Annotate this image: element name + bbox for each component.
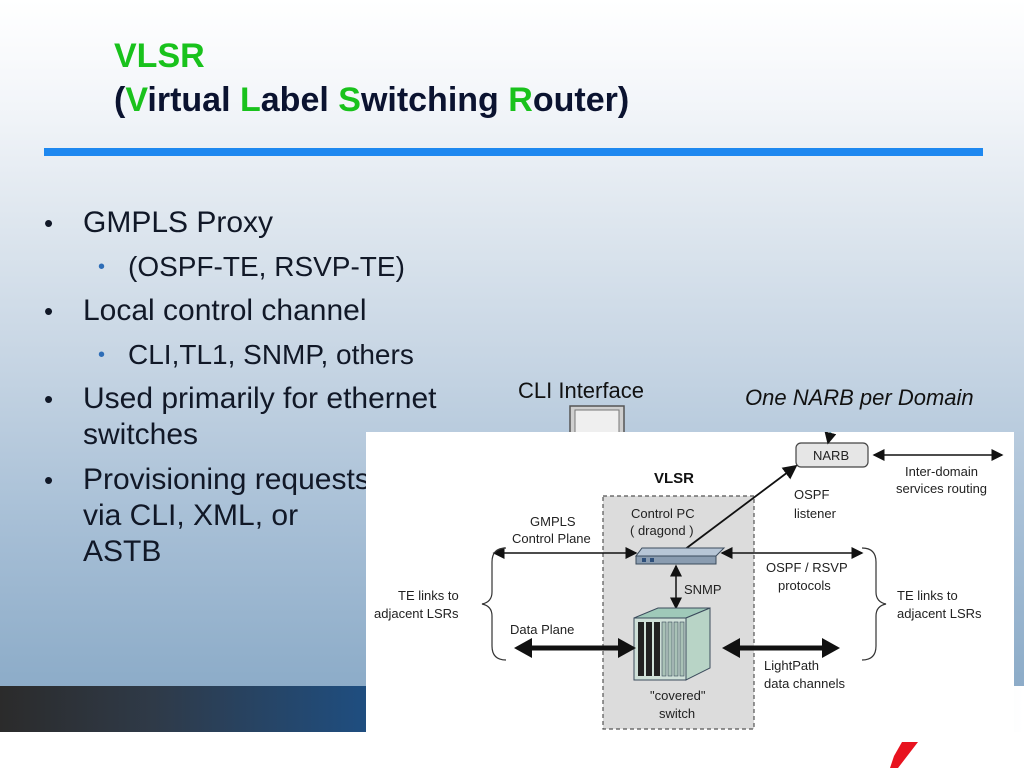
title-letter-r: R — [508, 81, 533, 119]
title-acronym: VLSR — [114, 37, 205, 75]
slide-title: VLSR (Virtual Label Switching Router) — [114, 34, 629, 122]
router-icon — [635, 547, 726, 565]
snmp-label: SNMP — [684, 582, 722, 597]
logo-mark — [890, 742, 918, 768]
gmpls-line2: Control Plane — [512, 531, 591, 546]
left-brace — [481, 547, 507, 661]
lightpath-line1: LightPath — [764, 658, 819, 673]
title-letter-v: V — [125, 81, 148, 119]
switch-line1: "covered" — [650, 688, 706, 703]
title-letter-l: L — [239, 81, 261, 119]
ospf-listener-arrow — [683, 464, 798, 551]
footer-white — [0, 732, 1024, 768]
te-left-line2: adjacent LSRs — [374, 606, 459, 621]
switch-line2: switch — [659, 706, 695, 721]
sub-bullet-cli-tl1: CLI,TL1, SNMP, others — [44, 338, 504, 372]
ospf-rsvp-line1: OSPF / RSVP — [766, 560, 848, 575]
title-word-switching: witching — [360, 81, 509, 119]
ospf-rsvp-line2: protocols — [778, 578, 831, 593]
narb-per-domain-label: One NARB per Domain — [745, 385, 974, 410]
narb-pointer — [824, 432, 837, 445]
title-expansion: (Virtual Label Switching Router) — [114, 78, 629, 122]
ospf-listener-line2: listener — [794, 506, 837, 521]
inter-domain-line1: Inter-domain — [905, 464, 978, 479]
te-right-line1: TE links to — [897, 588, 958, 603]
bullet-list: GMPLS Proxy (OSPF-TE, RSVP-TE) Local con… — [44, 205, 504, 579]
lightpath-line2: data channels — [764, 676, 845, 691]
switch-chassis-icon — [633, 607, 711, 681]
title-paren: ( — [114, 81, 126, 119]
title-underline — [44, 148, 983, 156]
control-pc-line2: ( dragond ) — [630, 523, 694, 538]
right-brace — [861, 547, 887, 661]
ospf-listener-line1: OSPF — [794, 487, 829, 502]
bullet-provisioning: Provisioning requests via CLI, XML, or A… — [44, 462, 373, 570]
te-left-line1: TE links to — [398, 588, 459, 603]
inter-domain-line2: services routing — [896, 481, 987, 496]
bullet-gmpls-proxy: GMPLS Proxy — [44, 205, 504, 241]
data-plane-label: Data Plane — [510, 622, 574, 637]
diagram-canvas: VLSR NARB Inter-domain services routing … — [374, 432, 1004, 730]
cli-interface-label: CLI Interface — [518, 378, 644, 403]
gmpls-line1: GMPLS — [530, 514, 576, 529]
bullet-local-control: Local control channel — [44, 293, 504, 329]
narb-box-label: NARB — [813, 448, 849, 463]
title-letter-s: S — [338, 81, 361, 119]
title-word-virtual: irtual — [147, 81, 240, 119]
bullet-ethernet: Used primarily for ethernet switches — [44, 381, 504, 453]
sub-bullet-ospf-rsvp: (OSPF-TE, RSVP-TE) — [44, 250, 504, 284]
control-pc-line1: Control PC — [631, 506, 695, 521]
title-word-label: abel — [260, 81, 339, 119]
vlsr-box-label: VLSR — [654, 470, 694, 487]
title-word-router: outer) — [532, 81, 630, 119]
te-right-line2: adjacent LSRs — [897, 606, 982, 621]
vlsr-diagram: VLSR NARB Inter-domain services routing … — [366, 432, 1014, 732]
